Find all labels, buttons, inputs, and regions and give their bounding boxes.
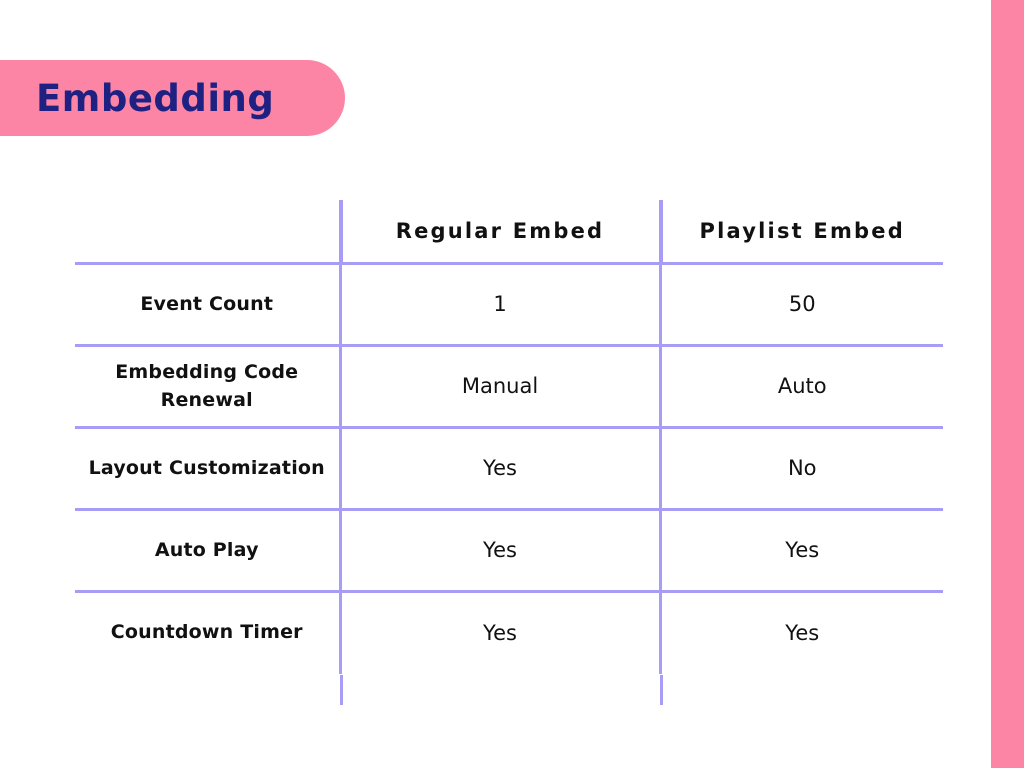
column-header-playlist-embed: Playlist Embed: [658, 200, 943, 265]
table-header: Regular Embed Playlist Embed: [75, 200, 943, 265]
row-label-auto-play: Auto Play: [75, 509, 340, 593]
cell-embedding-code-renewal-regular: Manual: [338, 345, 660, 429]
table-row: Countdown Timer Yes Yes: [75, 591, 943, 674]
title-banner: Embedding: [0, 60, 345, 136]
cell-countdown-timer-regular: Yes: [338, 591, 660, 674]
cell-event-count-regular: 1: [338, 263, 660, 347]
comparison-table: Regular Embed Playlist Embed Event Count…: [75, 200, 943, 674]
comparison-table-container: Regular Embed Playlist Embed Event Count…: [75, 200, 943, 705]
table-corner-header: [75, 200, 340, 265]
cell-auto-play-regular: Yes: [338, 509, 660, 593]
column-divider-top-regular: [340, 200, 343, 262]
table-row: Embedding Code Renewal Manual Auto: [75, 345, 943, 429]
cell-auto-play-playlist: Yes: [658, 509, 943, 593]
cell-layout-customization-regular: Yes: [338, 427, 660, 511]
cell-countdown-timer-playlist: Yes: [658, 591, 943, 674]
decorative-right-edge-bar: [991, 0, 1024, 768]
cell-layout-customization-playlist: No: [658, 427, 943, 511]
column-header-regular-embed: Regular Embed: [338, 200, 660, 265]
page-title: Embedding: [36, 76, 275, 120]
column-divider-bottom-regular: [340, 675, 343, 705]
row-label-countdown-timer: Countdown Timer: [110, 621, 303, 644]
cell-embedding-code-renewal-playlist: Auto: [658, 345, 943, 429]
table-row: Event Count 1 50: [75, 263, 943, 347]
table-header-row: Regular Embed Playlist Embed: [75, 200, 943, 265]
table-body: Event Count 1 50 Embedding Code Renewal …: [75, 263, 943, 674]
row-label-layout-customization: Layout Customization: [75, 427, 340, 511]
cell-event-count-playlist: 50: [658, 263, 943, 347]
row-label-event-count: Event Count: [75, 263, 340, 347]
column-divider-top-playlist: [660, 200, 663, 262]
table-row: Layout Customization Yes No: [75, 427, 943, 511]
table-row: Auto Play Yes Yes: [75, 509, 943, 593]
row-label-embedding-code-renewal: Embedding Code Renewal: [75, 345, 340, 429]
column-divider-bottom-playlist: [660, 675, 663, 705]
